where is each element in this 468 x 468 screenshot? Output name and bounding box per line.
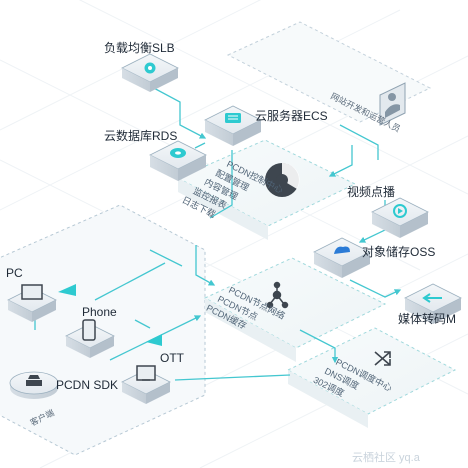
ott-device-icon [121,365,171,404]
watermark: 云栖社区 yq.a [352,450,421,464]
pc-label: PC [6,266,23,280]
node-network-panel [203,257,387,362]
phone-label: Phone [82,305,117,319]
video-label: 视频点播 [347,184,395,199]
oss-label: 对象储存OSS [362,244,435,259]
phone-device-icon [65,319,115,358]
oss-storage-icon [313,237,371,278]
mts-label: 媒体转码M [398,311,456,326]
schedule-center-icon [374,351,391,366]
rds-database-icon [149,140,207,181]
control-center-pie-icon [265,162,300,197]
slb-label: 负载均衡SLB [104,41,175,55]
ecs-label: 云服务器ECS [255,108,328,123]
node-network-icon [266,281,289,309]
video-vod-icon [371,197,429,238]
ott-label: OTT [160,351,185,365]
schedule-center-panel [286,327,457,428]
sdk-label: PCDN SDK [56,378,118,392]
media-transcode-icon [404,283,462,324]
ecs-server-icon [204,105,262,146]
developer-person-icon [379,82,406,126]
cloud-flag-icon [58,284,76,296]
slb-server-icon [121,53,179,92]
ott-flag-icon [146,334,162,346]
rds-label: 云数据库RDS [104,128,177,143]
sdk-disk-icon [9,371,59,399]
pc-device-icon [7,284,57,322]
